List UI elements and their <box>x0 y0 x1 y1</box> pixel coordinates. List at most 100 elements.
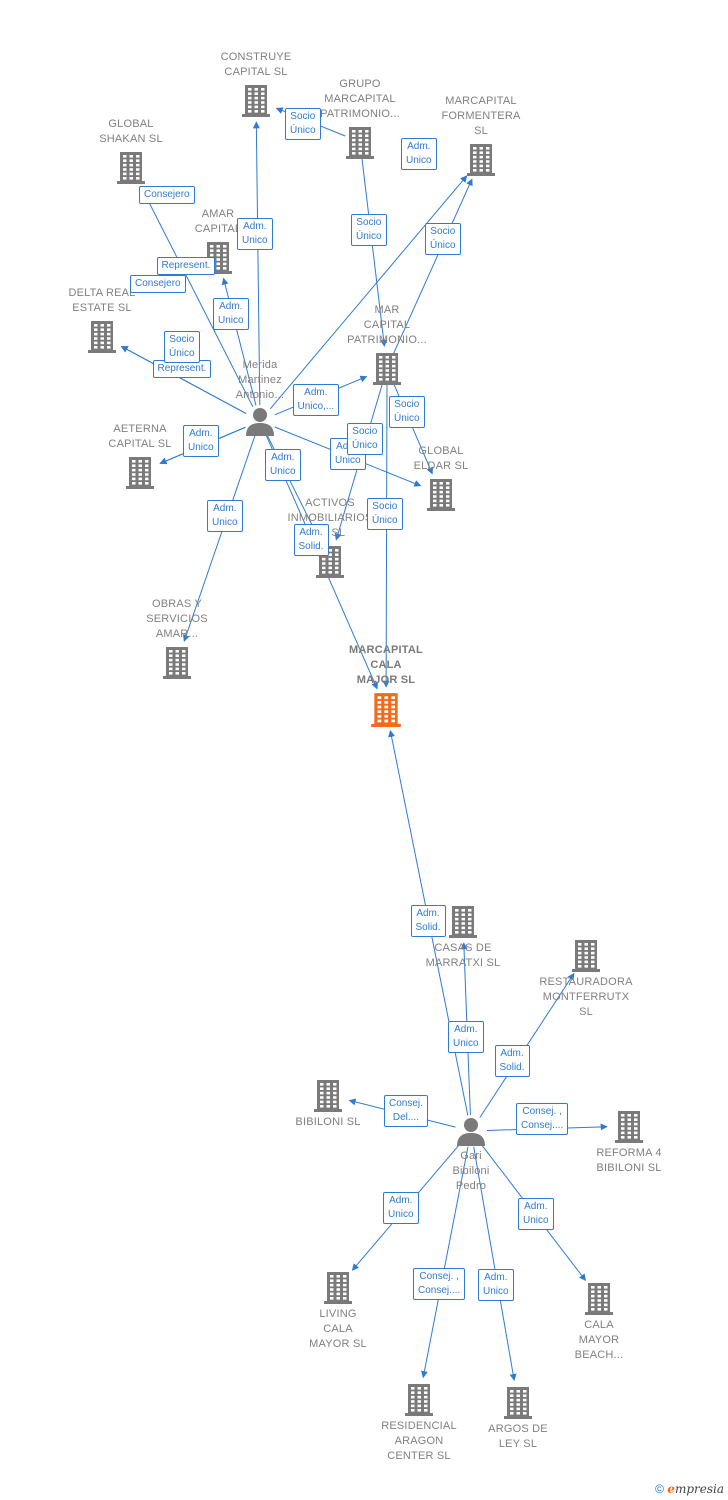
edge-label[interactable]: Adm. Unico <box>383 1192 419 1224</box>
edge-label[interactable]: Adm. Unico <box>207 500 243 532</box>
edge-merida-construye <box>252 121 261 406</box>
node-label: GRUPO MARCAPITAL PATRIMONIO... <box>320 78 400 120</box>
building-icon <box>314 1080 342 1112</box>
building-icon <box>373 353 401 385</box>
edge-label[interactable]: Socio Único <box>285 108 321 140</box>
edge-marcap-formentera <box>393 178 473 354</box>
node-shakan[interactable]: GLOBAL SHAKAN SL <box>66 117 196 184</box>
building-icon <box>117 152 145 184</box>
node-label: MARCAPITAL FORMENTERA SL <box>441 95 521 137</box>
edge-label[interactable]: Adm. Solid. <box>293 524 329 556</box>
node-label: MARCAPITAL CALA MAJOR SL <box>349 644 423 686</box>
edge-label[interactable]: Adm. Unico,... <box>292 384 340 416</box>
node-obras[interactable]: OBRAS Y SERVICIOS AMAR... <box>112 597 242 679</box>
edge-marcap-target <box>382 383 390 688</box>
node-label: Merida Martinez Antonio... <box>235 359 285 401</box>
node-label: CASAS DE MARRATXI SL <box>425 942 501 969</box>
building-icon <box>405 1384 433 1416</box>
edge-merida-formentera <box>269 175 468 410</box>
edge-label[interactable]: Consej. , Consej.... <box>413 1268 466 1300</box>
building-icon <box>572 940 600 972</box>
node-label: AMAR CAPITAL <box>194 208 242 235</box>
node-grupo[interactable]: GRUPO MARCAPITAL PATRIMONIO... <box>295 77 425 159</box>
node-marratxi[interactable]: CASAS DE MARRATXI SL <box>398 904 528 971</box>
node-label: CALA MAYOR BEACH... <box>574 1319 624 1361</box>
edge-merida-delta <box>120 345 247 414</box>
edge-label[interactable]: Adm. Unico <box>518 1198 554 1230</box>
edge-label[interactable]: Adm. Unico <box>265 449 301 481</box>
node-beach[interactable]: CALA MAYOR BEACH... <box>534 1281 664 1363</box>
brand-name: mpresia <box>674 1482 724 1496</box>
edge-label[interactable]: Socio Único <box>425 223 461 255</box>
node-argos[interactable]: ARGOS DE LEY SL <box>453 1385 583 1452</box>
building-icon <box>427 479 455 511</box>
edge-grupo-marcap <box>361 157 388 347</box>
node-reforma[interactable]: REFORMA 4 BIBILONI SL <box>564 1109 694 1176</box>
node-label: OBRAS Y SERVICIOS AMAR... <box>146 598 208 640</box>
edge-label[interactable]: Adm. Unico <box>237 218 273 250</box>
edge-label[interactable]: Socio Único <box>389 396 425 428</box>
node-target[interactable]: MARCAPITAL CALA MAJOR SL <box>321 643 451 727</box>
node-residencial[interactable]: RESIDENCIAL ARAGON CENTER SL <box>354 1382 484 1464</box>
edge-label[interactable]: Represent. <box>156 257 216 275</box>
node-label: Gari Bibiloni Pedro <box>452 1150 490 1192</box>
building-icon <box>242 85 270 117</box>
node-label: DELTA REAL ESTATE SL <box>68 287 136 314</box>
node-label: REFORMA 4 BIBILONI SL <box>596 1147 662 1174</box>
edge-label[interactable]: Consejero <box>139 186 195 204</box>
node-label: BIBILONI SL <box>295 1116 361 1128</box>
node-eldar[interactable]: GLOBAL ELDAR SL <box>376 444 506 511</box>
edge-label[interactable]: Adm. Unico <box>401 138 437 170</box>
building-icon <box>126 457 154 489</box>
edge-label[interactable]: Socio Único <box>164 331 200 363</box>
edge-gari-residencial <box>420 1146 469 1379</box>
edge-label[interactable]: Consejero <box>130 275 186 293</box>
edge-gari-argos <box>473 1146 517 1381</box>
edge-label[interactable]: Consej. Del.... <box>384 1095 428 1127</box>
building-icon <box>163 647 191 679</box>
node-label: GLOBAL SHAKAN SL <box>99 118 163 145</box>
edge-label[interactable]: Adm. Solid. <box>494 1045 530 1077</box>
node-construye[interactable]: CONSTRUYE CAPITAL SL <box>191 50 321 117</box>
person-icon <box>457 1118 485 1146</box>
building-icon <box>346 127 374 159</box>
node-delta[interactable]: DELTA REAL ESTATE SL <box>37 286 167 353</box>
node-formentera[interactable]: MARCAPITAL FORMENTERA SL <box>416 94 546 176</box>
node-biliboni[interactable]: BIBILONI SL <box>263 1078 393 1130</box>
edge-label[interactable]: Adm. Unico <box>213 298 249 330</box>
node-label: ARGOS DE LEY SL <box>488 1423 548 1450</box>
edge-label[interactable]: Adm. Unico <box>448 1021 484 1053</box>
building-icon <box>88 321 116 353</box>
building-icon <box>504 1387 532 1419</box>
brand-initial: e <box>667 1482 675 1496</box>
node-label: AETERNA CAPITAL SL <box>108 423 172 450</box>
edge-label[interactable]: Consej. , Consej.... <box>516 1103 569 1135</box>
node-label: CONSTRUYE CAPITAL SL <box>220 51 292 78</box>
building-icon <box>585 1283 613 1315</box>
node-aeterna[interactable]: AETERNA CAPITAL SL <box>75 422 205 489</box>
node-restauradora[interactable]: RESTAURADORA MONTFERRUTX SL <box>521 938 651 1020</box>
edge-label[interactable]: Adm. Solid. <box>410 905 446 937</box>
node-label: MAR CAPITAL PATRIMONIO... <box>347 304 427 346</box>
person-icon <box>246 408 274 436</box>
edge-merida-shakan <box>140 185 254 407</box>
edge-label[interactable]: Socio Único <box>347 423 383 455</box>
node-label: RESIDENCIAL ARAGON CENTER SL <box>381 1420 457 1462</box>
node-living[interactable]: LIVING CALA MAYOR SL <box>273 1270 403 1352</box>
edge-merida-obras <box>182 435 256 642</box>
edge-label[interactable]: Adm. Unico <box>183 425 219 457</box>
building-icon <box>449 906 477 938</box>
node-amar[interactable]: AMAR CAPITAL <box>153 207 283 274</box>
node-label: RESTAURADORA MONTFERRUTX SL <box>539 976 633 1018</box>
node-label: LIVING CALA MAYOR SL <box>309 1308 367 1350</box>
node-gari[interactable]: Gari Bibiloni Pedro <box>406 1116 536 1194</box>
edge-label[interactable]: Adm. Unico <box>478 1269 514 1301</box>
node-marcap[interactable]: MAR CAPITAL PATRIMONIO... <box>322 303 452 385</box>
node-label: GLOBAL ELDAR SL <box>413 445 469 472</box>
node-merida[interactable]: Merida Martinez Antonio... <box>195 358 325 436</box>
edge-label[interactable]: Socio Único <box>367 498 403 530</box>
copyright-symbol: © <box>655 1482 664 1496</box>
edge-label[interactable]: Socio Único <box>351 214 387 246</box>
building-icon <box>615 1111 643 1143</box>
